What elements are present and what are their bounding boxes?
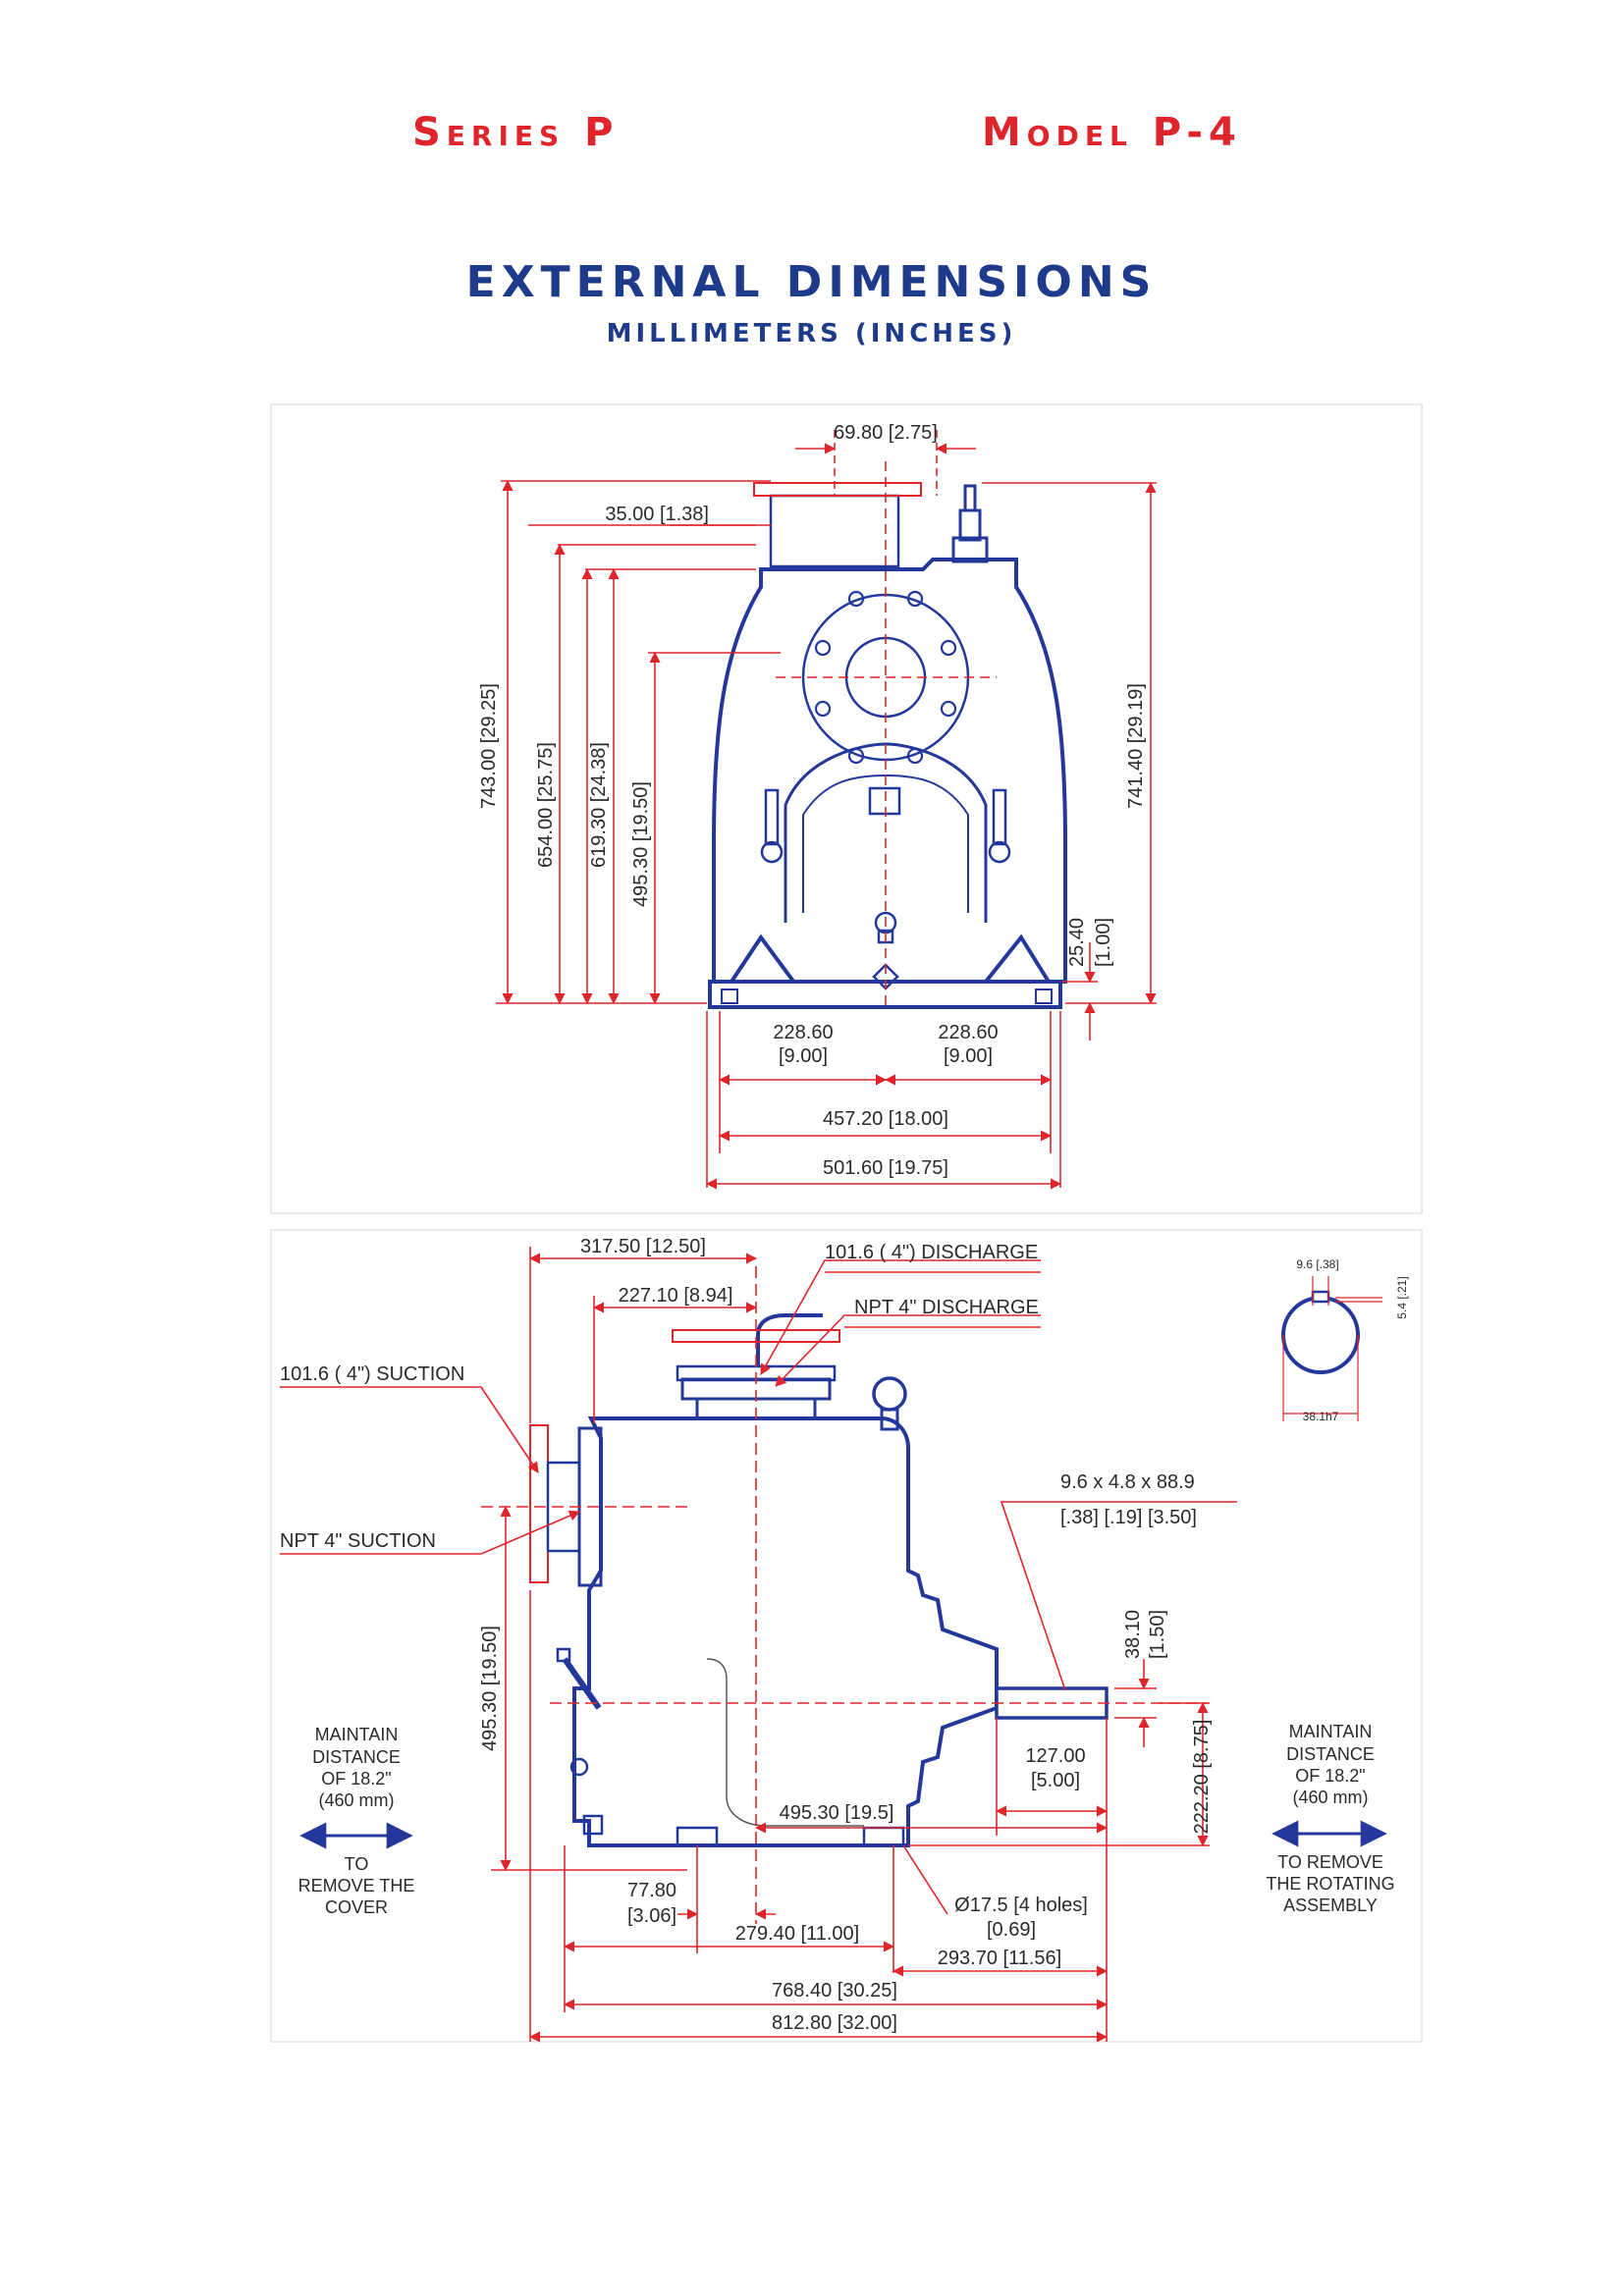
- dim-279-40: 279.40 [11.00]: [735, 1923, 859, 1945]
- dim-768-40: 768.40 [30.25]: [772, 1980, 897, 2002]
- note-left-line-6: REMOVE THE: [298, 1876, 415, 1896]
- dim-77-80: 77.80: [627, 1880, 676, 1901]
- dim-228-60-right-inch: [9.00]: [944, 1045, 993, 1067]
- note-right-line-7: ASSEMBLY: [1283, 1896, 1378, 1915]
- shaft-diameter: 38.1h7: [1303, 1410, 1339, 1423]
- dim-25-40-inch: [1.00]: [1093, 918, 1114, 967]
- note-right-line-2: DISTANCE: [1286, 1744, 1375, 1764]
- discharge-size-label: 101.6 ( 4") DISCHARGE: [825, 1242, 1038, 1263]
- key-size-inch-label: [.38] [.19] [3.50]: [1060, 1507, 1197, 1528]
- note-left-line-4: (460 mm): [318, 1790, 394, 1810]
- page-title: EXTERNAL DIMENSIONS: [465, 257, 1158, 307]
- key-size-label: 9.6 x 4.8 x 88.9: [1060, 1471, 1195, 1493]
- dim-25-40: 25.40: [1066, 918, 1088, 967]
- front-view-panel: [270, 403, 1423, 1214]
- discharge-npt-label: NPT 4" DISCHARGE: [854, 1297, 1039, 1318]
- dim-501-60: 501.60 [19.75]: [823, 1157, 948, 1179]
- dim-619-30: 619.30 [24.38]: [588, 742, 610, 868]
- side-view-labels: 317.50 [12.50] 227.10 [8.94] 101.6 ( 4")…: [280, 1236, 1213, 2034]
- note-left-line-3: OF 18.2": [321, 1769, 391, 1789]
- shaft-key-width: 9.6 [.38]: [1296, 1257, 1338, 1271]
- note-right-line-3: OF 18.2": [1295, 1766, 1365, 1786]
- dim-38-10: 38.10: [1122, 1610, 1144, 1659]
- note-left-line-1: MAINTAIN: [315, 1725, 399, 1744]
- suction-size-label: 101.6 ( 4") SUCTION: [280, 1363, 464, 1385]
- dim-457-20: 457.20 [18.00]: [823, 1108, 948, 1130]
- note-right-line-6: THE ROTATING: [1266, 1874, 1394, 1894]
- front-view-dimension-lines: [496, 430, 1157, 1190]
- dim-127-00-inch: [5.00]: [1031, 1770, 1080, 1791]
- dim-227-10: 227.10 [8.94]: [619, 1285, 733, 1307]
- dim-127-00: 127.00: [1025, 1745, 1085, 1767]
- note-right-line-5: TO REMOVE: [1277, 1852, 1383, 1872]
- model-label: Model P-4: [982, 110, 1242, 155]
- dim-495-30-vertical: 495.30 [19.50]: [479, 1626, 501, 1751]
- dim-743-00: 743.00 [29.25]: [478, 683, 500, 809]
- note-right-line-4: (460 mm): [1292, 1788, 1368, 1807]
- pump-side-outline: [529, 1313, 1109, 1847]
- dim-812-80: 812.80 [32.00]: [772, 2012, 897, 2034]
- suction-npt-label: NPT 4" SUCTION: [280, 1530, 436, 1552]
- dim-495-30-horizontal: 495.30 [19.5]: [780, 1802, 894, 1824]
- shaft-key-depth: 5.4 [.21]: [1395, 1276, 1409, 1318]
- dim-741-40: 741.40 [29.19]: [1125, 683, 1147, 809]
- dim-495-30: 495.30 [19.50]: [630, 781, 652, 907]
- note-left-line-5: TO: [345, 1854, 369, 1874]
- dim-69-80: 69.80 [2.75]: [834, 422, 938, 444]
- mounting-holes-inch-label: [0.69]: [987, 1919, 1036, 1941]
- note-left-line-2: DISTANCE: [312, 1747, 401, 1767]
- side-view-panel: [270, 1229, 1423, 2043]
- maintenance-note-right: MAINTAIN DISTANCE OF 18.2" (460 mm) TO R…: [1266, 1722, 1394, 1915]
- note-left-line-7: COVER: [325, 1897, 388, 1917]
- dim-222-20: 222.20 [8.75]: [1191, 1720, 1213, 1835]
- dim-35-00: 35.00 [1.38]: [605, 504, 709, 525]
- note-right-line-1: MAINTAIN: [1289, 1722, 1373, 1741]
- shaft-key-detail: 9.6 [.38] 5.4 [.21] 38.1h7: [1281, 1257, 1409, 1423]
- dim-654-00: 654.00 [25.75]: [535, 742, 557, 868]
- maintenance-note-left: MAINTAIN DISTANCE OF 18.2" (460 mm) TO R…: [298, 1725, 415, 1917]
- dim-38-10-inch: [1.50]: [1147, 1610, 1168, 1659]
- series-label: Series P: [412, 110, 620, 155]
- side-view-dimension-lines: [280, 1247, 1237, 2043]
- dim-228-60-left-inch: [9.00]: [779, 1045, 828, 1067]
- dim-228-60-left: 228.60: [773, 1022, 833, 1043]
- pump-front-outline: [708, 482, 1067, 1009]
- dim-293-70: 293.70 [11.56]: [938, 1948, 1061, 1969]
- mounting-holes-label: Ø17.5 [4 holes]: [954, 1895, 1088, 1916]
- front-view-labels: 69.80 [2.75] 35.00 [1.38] 743.00 [29.25]…: [478, 422, 1147, 1179]
- page-subtitle: MILLIMETERS (INCHES): [606, 319, 1017, 348]
- dim-77-80-inch: [3.06]: [627, 1905, 676, 1927]
- dim-228-60-right: 228.60: [938, 1022, 998, 1043]
- dim-317-50: 317.50 [12.50]: [580, 1236, 706, 1257]
